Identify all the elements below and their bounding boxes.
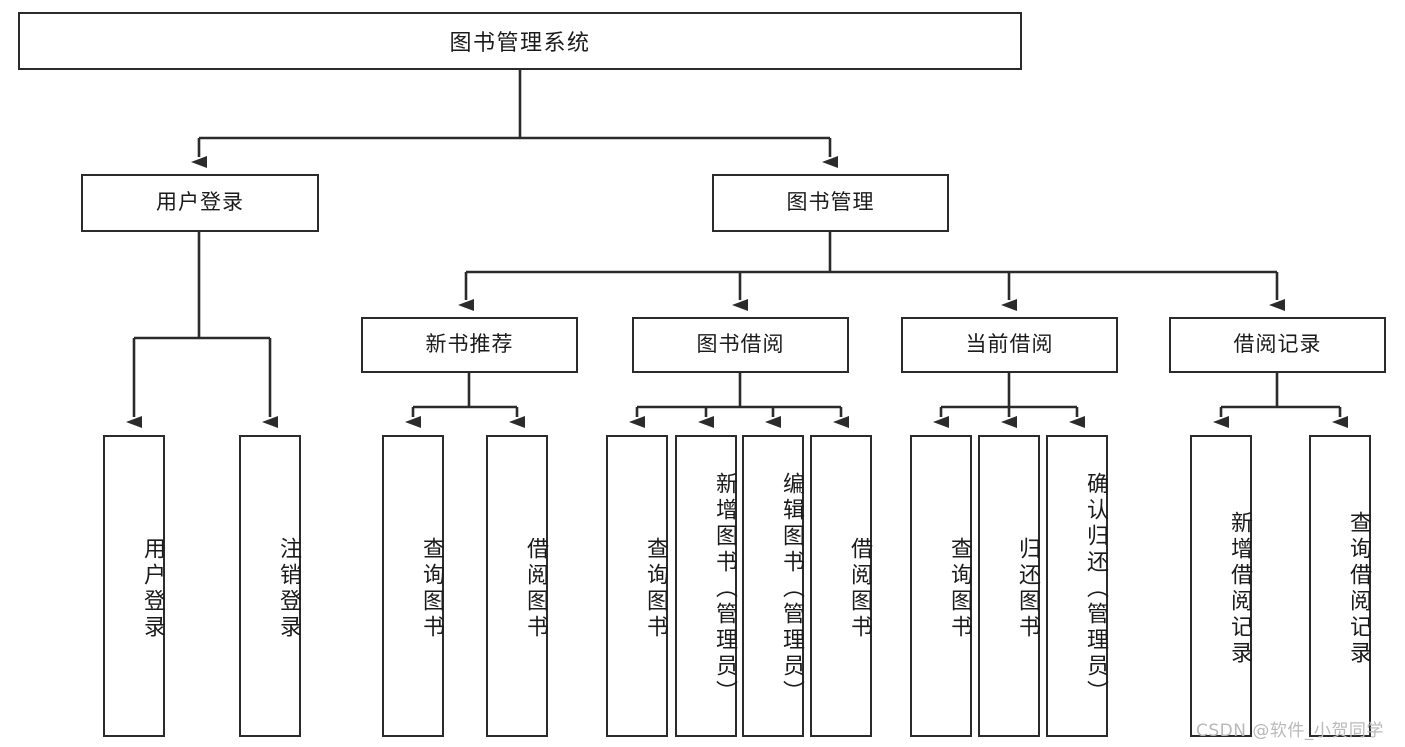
leaf-query-borrow-record[interactable]: 查询借阅记录: [1309, 435, 1371, 737]
node-label: 编辑图书（管理员）: [779, 472, 804, 706]
node-label: 借阅图书: [523, 537, 548, 641]
node-label: 图书管理: [786, 190, 875, 215]
node-label: 确认归还（管理员）: [1083, 472, 1108, 706]
node-label: 新增借阅记录: [1227, 511, 1252, 667]
csdn-watermark: CSDN @软件_小贺同学: [1196, 721, 1384, 741]
node-borrow-record[interactable]: 借阅记录: [1169, 317, 1386, 373]
node-label: 归还图书: [1015, 537, 1040, 641]
node-label: 注销登录: [276, 537, 301, 641]
node-label: 用户登录: [140, 537, 165, 641]
leaf-user-login[interactable]: 用户登录: [103, 435, 165, 737]
leaf-query-book-recommend[interactable]: 查询图书: [382, 435, 444, 737]
node-label: 查询图书: [419, 537, 444, 641]
leaf-query-book-borrow[interactable]: 查询图书: [606, 435, 668, 737]
leaf-borrow-book[interactable]: 借阅图书: [810, 435, 872, 737]
node-label: 用户登录: [156, 190, 244, 215]
leaf-return-book[interactable]: 归还图书: [978, 435, 1040, 737]
node-label: 查询借阅记录: [1346, 511, 1371, 667]
leaf-edit-book-admin[interactable]: 编辑图书（管理员）: [742, 435, 804, 737]
node-label: 图书管理系统: [449, 31, 591, 56]
node-label: 查询图书: [947, 537, 972, 641]
leaf-query-book-current[interactable]: 查询图书: [910, 435, 972, 737]
leaf-borrow-book-recommend[interactable]: 借阅图书: [486, 435, 548, 737]
node-book-borrow[interactable]: 图书借阅: [632, 317, 849, 373]
node-label: 借阅图书: [847, 537, 872, 641]
leaf-add-book-admin[interactable]: 新增图书（管理员）: [675, 435, 737, 737]
node-label: 当前借阅: [965, 332, 1054, 357]
node-new-book-recommend[interactable]: 新书推荐: [361, 317, 578, 373]
leaf-logout-login[interactable]: 注销登录: [239, 435, 301, 737]
node-book-management[interactable]: 图书管理: [712, 174, 949, 232]
node-label: 图书借阅: [696, 332, 785, 357]
node-label: 借阅记录: [1233, 332, 1322, 357]
node-user-login[interactable]: 用户登录: [81, 174, 319, 232]
node-label: 新增图书（管理员）: [712, 472, 737, 706]
node-label: 新书推荐: [425, 332, 514, 357]
node-label: 查询图书: [643, 537, 668, 641]
node-root-book-management-system[interactable]: 图书管理系统: [18, 12, 1022, 70]
leaf-add-borrow-record[interactable]: 新增借阅记录: [1190, 435, 1252, 737]
node-current-borrow[interactable]: 当前借阅: [901, 317, 1118, 373]
leaf-confirm-return-admin[interactable]: 确认归还（管理员）: [1046, 435, 1108, 737]
